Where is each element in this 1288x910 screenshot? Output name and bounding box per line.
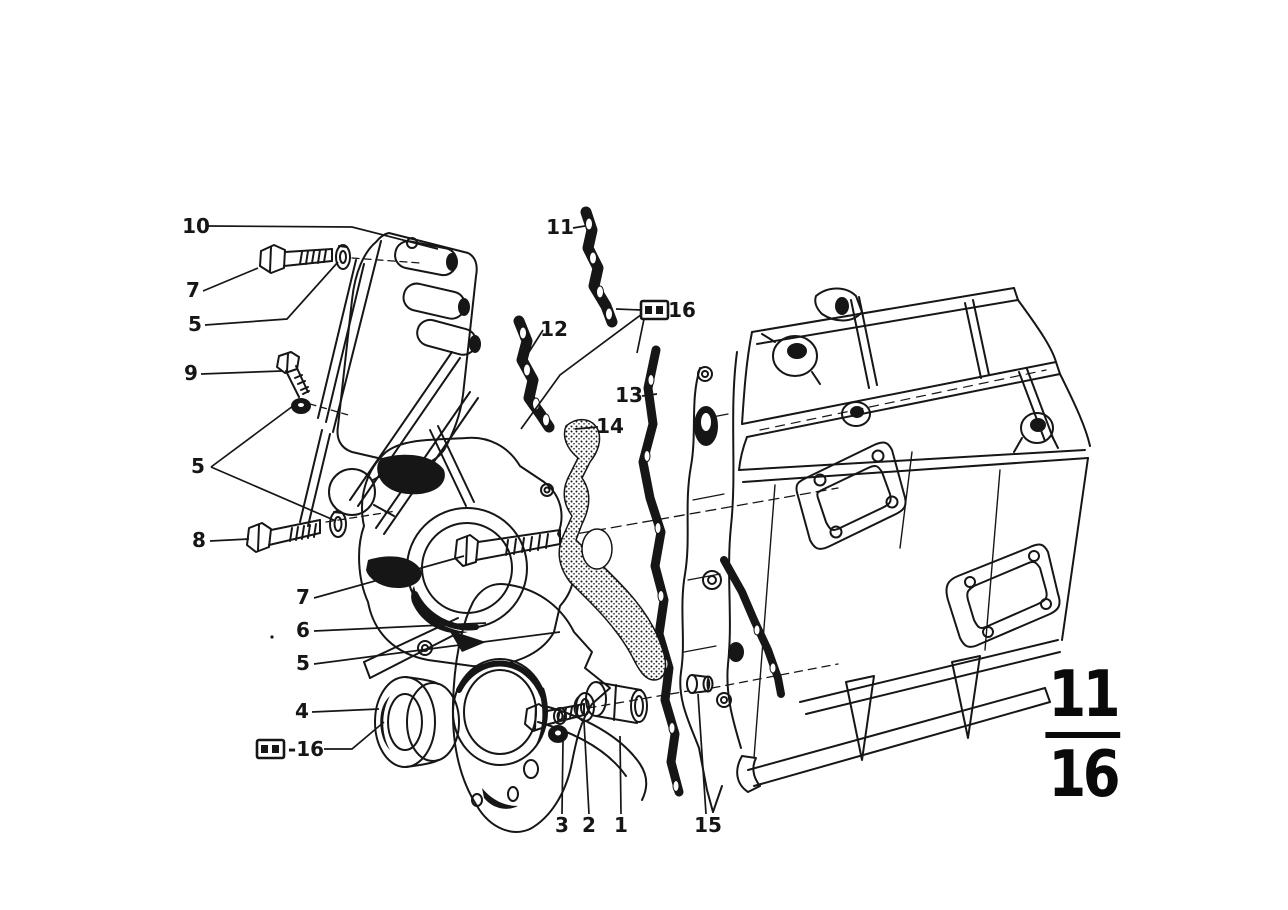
callout-label-6: 6: [296, 618, 310, 642]
gasket-14: [558, 418, 667, 681]
hex-bolt-7-top: [259, 244, 333, 274]
leader-line-8: [209, 538, 250, 542]
callout-label-5c: 5: [296, 651, 310, 675]
leader-line-10: [207, 225, 439, 250]
box-glyph: [656, 306, 663, 314]
ref-label-16-bottom: -16: [288, 737, 324, 761]
leader-line-6: [313, 622, 487, 632]
speck: [270, 635, 274, 639]
callout-label-4: 4: [295, 699, 309, 723]
sealing-compound-box-icon-16-top: [639, 299, 670, 321]
callout-label-12: 12: [540, 317, 568, 341]
lock-washer-5-top: [335, 244, 421, 270]
callout-label-14: 14: [596, 414, 624, 438]
gasket-edge-on-block: [720, 556, 785, 698]
hex-bolt-8: [246, 519, 321, 553]
leader-line-15: [697, 693, 707, 815]
callout-label-11: 11: [546, 215, 574, 239]
callout-label-5b: 5: [191, 454, 205, 478]
leader-line-16-top: [615, 308, 642, 311]
leader-line-11: [572, 225, 586, 229]
gasket-11: [580, 206, 618, 328]
leader-line-3: [561, 740, 564, 815]
leader-line-14: [574, 426, 599, 430]
leader-line-5a: [204, 261, 339, 326]
leader-line-5c: [313, 631, 561, 665]
leader-line-5b: [210, 402, 298, 468]
ref-label-16-top: 16: [668, 298, 696, 322]
callout-label-7a: 7: [186, 278, 200, 302]
leader-line-16-top-2: [636, 318, 645, 354]
page-number-denominator: 16: [1048, 738, 1120, 812]
cover-bracket-1: [585, 681, 648, 724]
box-glyph: [645, 306, 652, 314]
engine-block: [679, 287, 1091, 813]
leader-line-9: [200, 370, 283, 375]
dowel-bush-15: [686, 674, 714, 694]
shaft-seal-ring: [374, 676, 460, 768]
page-indicator: 11 16: [1042, 660, 1124, 810]
page-number-numerator: 11: [1048, 658, 1120, 732]
sealing-compound-box-icon-16-bottom: [255, 738, 286, 760]
callout-label-3: 3: [555, 813, 569, 837]
leader-line-2: [583, 720, 590, 815]
leader-line-7b: [313, 555, 465, 599]
box-glyph: [261, 745, 268, 753]
callout-label-10: 10: [182, 214, 210, 238]
box-glyph: [272, 745, 279, 753]
callout-label-13: 13: [615, 383, 643, 407]
leader-line-5b-1: [210, 466, 337, 522]
leader-line-7a: [202, 267, 259, 292]
lock-washer-5-lower: [325, 510, 397, 538]
leader-line-16-top-1: [520, 313, 643, 430]
gasket-13: [638, 345, 684, 797]
hex-bolt-7-long: [454, 487, 839, 567]
leader-line-16-bottom: [324, 721, 385, 750]
hex-bolt-9: [276, 351, 310, 398]
callout-label-1: 1: [614, 813, 628, 837]
callout-label-5a: 5: [188, 312, 202, 336]
callout-label-7b: 7: [296, 585, 310, 609]
leader-line-13: [641, 393, 658, 397]
callout-label-2: 2: [582, 813, 596, 837]
callout-label-9: 9: [184, 361, 198, 385]
leader-line-1: [619, 735, 622, 815]
callout-label-8: 8: [192, 528, 206, 552]
leader-line-4: [311, 708, 380, 713]
leader-line-12: [528, 329, 544, 353]
upper-timing-cover: [299, 232, 481, 527]
callout-label-15: 15: [694, 813, 722, 837]
fraction-rule: [1045, 732, 1121, 738]
